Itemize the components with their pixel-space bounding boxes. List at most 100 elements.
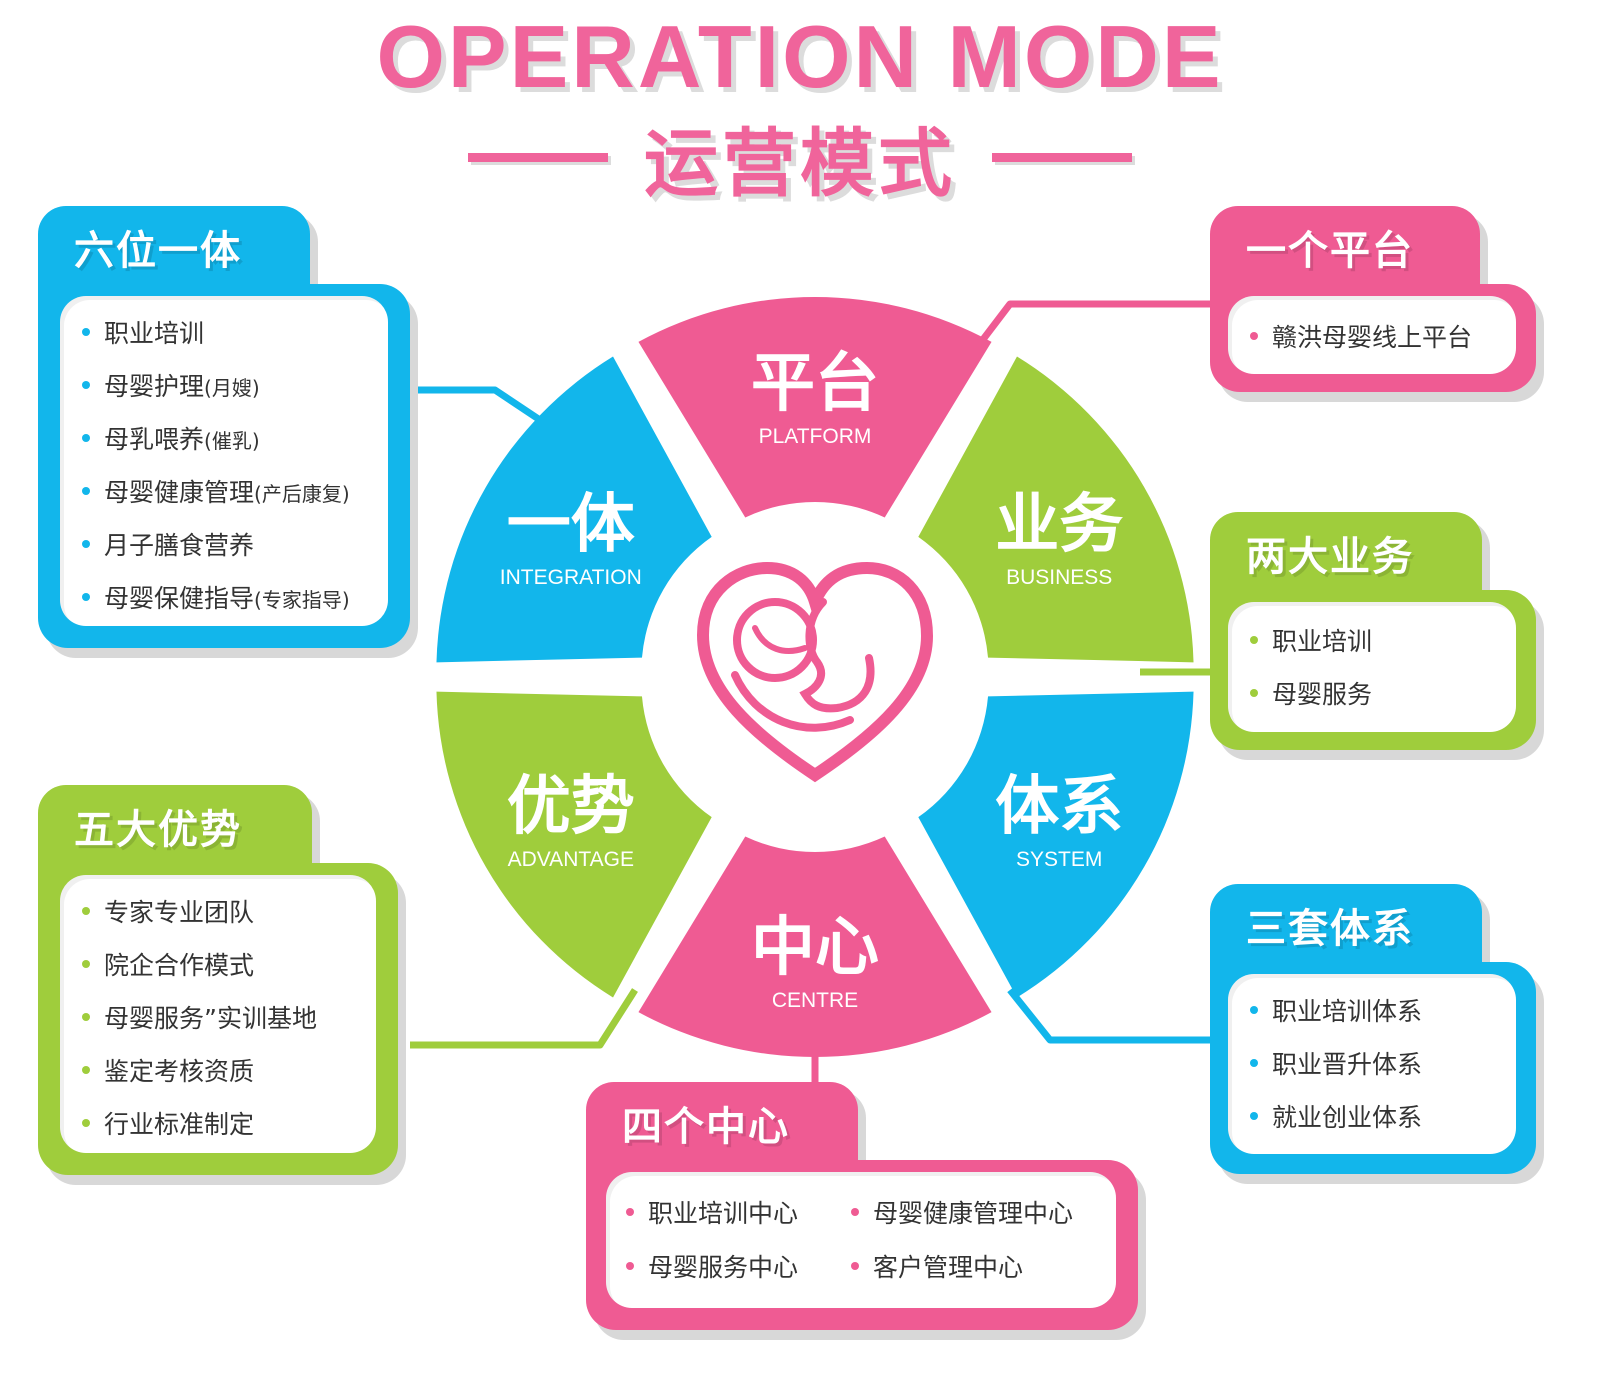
panel-inner — [60, 296, 388, 626]
list-item: 就业创业体系 — [1250, 1098, 1422, 1134]
bullet-icon — [1250, 636, 1258, 644]
list-item-text: 月子膳食营养 — [104, 531, 255, 560]
panel-body: 职业培训体系职业晋升体系就业创业体系 — [1210, 962, 1536, 1174]
bullet-icon — [1250, 1059, 1258, 1067]
wheel-segment-subtitle: INTEGRATION — [500, 566, 642, 589]
wheel-segment-subtitle: CENTRE — [772, 989, 858, 1012]
list-item-note: (月嫂) — [204, 376, 260, 400]
connector-three — [1007, 987, 1250, 1044]
list-item: 母婴护理(月嫂) — [82, 367, 350, 403]
panel-one-platform: 一个平台 赣洪母婴线上平台 — [1210, 206, 1536, 392]
wheel-center-disc — [675, 537, 955, 817]
panel-list: 职业培训母婴服务 — [1250, 622, 1372, 728]
list-item: 职业培训中心 — [626, 1194, 851, 1230]
list-item-note: (产后康复) — [254, 482, 350, 506]
list-item-text: 母乳喂养 — [104, 425, 205, 454]
wheel-segments — [436, 296, 1194, 1057]
list-item-text: 职业培训体系 — [1272, 997, 1423, 1026]
panel-title: 三套体系 — [1246, 906, 1414, 952]
mother-baby-heart-icon — [696, 561, 934, 783]
title-chinese-row: 运营模式 — [0, 112, 1600, 207]
list-item: 职业培训体系 — [1250, 992, 1422, 1028]
panel-inner — [60, 875, 376, 1153]
panel-body: 专家专业团队院企合作模式母婴服务”实训基地鉴定考核资质行业标准制定 — [38, 863, 398, 1175]
bullet-icon — [82, 1066, 90, 1074]
list-item: 母婴保健指导(专家指导) — [82, 579, 350, 615]
list-item: 职业培训 — [82, 314, 350, 350]
wheel-segment-subtitle: PLATFORM — [759, 425, 872, 448]
connector-six — [410, 386, 542, 423]
bullet-icon — [82, 907, 90, 915]
bullet-icon — [82, 328, 90, 336]
bullet-icon — [626, 1208, 634, 1216]
title-dash-left — [468, 152, 608, 162]
title-chinese: 运营模式 — [644, 120, 956, 207]
wheel-segment-title: 一体 — [507, 488, 635, 562]
panel-title: 四个中心 — [622, 1104, 790, 1150]
list-item-text: 职业培训中心 — [648, 1199, 799, 1228]
panel-body: 职业培训中心母婴健康管理中心母婴服务中心客户管理中心 — [586, 1160, 1138, 1330]
bullet-icon — [82, 487, 90, 495]
panel-inner — [1228, 602, 1516, 732]
wheel-segment-business — [918, 356, 1194, 663]
panel-title: 五大优势 — [74, 807, 242, 853]
panel-grid: 职业培训中心母婴健康管理中心母婴服务中心客户管理中心 — [626, 1194, 1111, 1284]
list-item-text: 母婴服务 — [1272, 680, 1373, 709]
panel-three-systems: 三套体系 职业培训体系职业晋升体系就业创业体系 — [1210, 884, 1536, 1174]
bullet-icon — [82, 381, 90, 389]
list-item: 赣洪母婴线上平台 — [1250, 318, 1472, 354]
list-item: 鉴定考核资质 — [82, 1052, 317, 1088]
wheel-segment-subtitle: BUSINESS — [1006, 566, 1112, 589]
list-item: 行业标准制定 — [82, 1105, 317, 1141]
list-item: 母婴服务”实训基地 — [82, 999, 317, 1035]
wheel-segment-title: 体系 — [995, 770, 1123, 844]
wheel-segment-title: 业务 — [995, 488, 1123, 562]
bullet-icon — [82, 434, 90, 442]
list-item: 母乳喂养(催乳) — [82, 420, 350, 456]
wheel-segment-centre — [638, 836, 992, 1057]
list-item-text: 母婴健康管理 — [104, 478, 255, 507]
list-item-text: 母婴服务”实训基地 — [104, 1004, 317, 1033]
bullet-icon — [1250, 332, 1258, 340]
bullet-icon — [82, 960, 90, 968]
list-item-text: 母婴保健指导 — [104, 584, 255, 613]
panel-title: 六位一体 — [74, 228, 242, 274]
panel-list: 职业培训母婴护理(月嫂)母乳喂养(催乳)母婴健康管理(产后康复)月子膳食营养母婴… — [82, 314, 350, 632]
panel-inner — [1228, 296, 1516, 374]
list-item-text: 院企合作模式 — [104, 951, 255, 980]
panel-four-centres: 四个中心 职业培训中心母婴健康管理中心母婴服务中心客户管理中心 — [586, 1082, 1138, 1330]
list-item-text: 母婴健康管理中心 — [873, 1199, 1074, 1228]
list-item: 专家专业团队 — [82, 893, 317, 929]
list-item: 院企合作模式 — [82, 946, 317, 982]
wheel-segment-subtitle: ADVANTAGE — [508, 848, 634, 871]
bullet-icon — [626, 1262, 634, 1270]
list-item-text: 就业创业体系 — [1272, 1103, 1423, 1132]
connector-five — [410, 988, 638, 1049]
list-item-note: (专家指导) — [254, 588, 350, 612]
list-item-text: 行业标准制定 — [104, 1110, 255, 1139]
list-item: 母婴健康管理(产后康复) — [82, 473, 350, 509]
panel-six-in-one: 六位一体 职业培训母婴护理(月嫂) 母乳喂养(催乳) 母婴健康管理(产后康复) 月子膳… — [38, 206, 410, 648]
panel-five-advantages: 五大优势 专家专业团队院企合作模式母婴服务”实训基地鉴定考核资质行业标准制定 — [38, 785, 398, 1175]
panel-body: 赣洪母婴线上平台 — [1210, 284, 1536, 392]
bullet-icon — [82, 540, 90, 548]
list-item-text: 鉴定考核资质 — [104, 1057, 255, 1086]
bullet-icon — [82, 1013, 90, 1021]
panel-inner — [1228, 974, 1516, 1154]
panel-body: 职业培训母婴服务 — [1210, 590, 1536, 750]
panel-list: 职业培训体系职业晋升体系就业创业体系 — [1250, 992, 1422, 1151]
wheel-labels: 平台PLATFORM业务BUSINESS体系SYSTEM中心CENTRE优势AD… — [500, 347, 1123, 1012]
bullet-icon — [82, 593, 90, 601]
list-item: 职业培训 — [1250, 622, 1372, 658]
bullet-icon — [1250, 689, 1258, 697]
wheel-segment-title: 平台 — [751, 347, 879, 421]
bullet-icon — [1250, 1006, 1258, 1014]
panel-list: 专家专业团队院企合作模式母婴服务”实训基地鉴定考核资质行业标准制定 — [82, 893, 317, 1158]
list-item: 职业晋升体系 — [1250, 1045, 1422, 1081]
panel-title: 两大业务 — [1246, 534, 1414, 580]
list-item-text: 职业培训 — [1272, 627, 1373, 656]
wheel-segment-subtitle: SYSTEM — [1016, 848, 1102, 871]
list-item: 母婴健康管理中心 — [851, 1194, 1111, 1230]
